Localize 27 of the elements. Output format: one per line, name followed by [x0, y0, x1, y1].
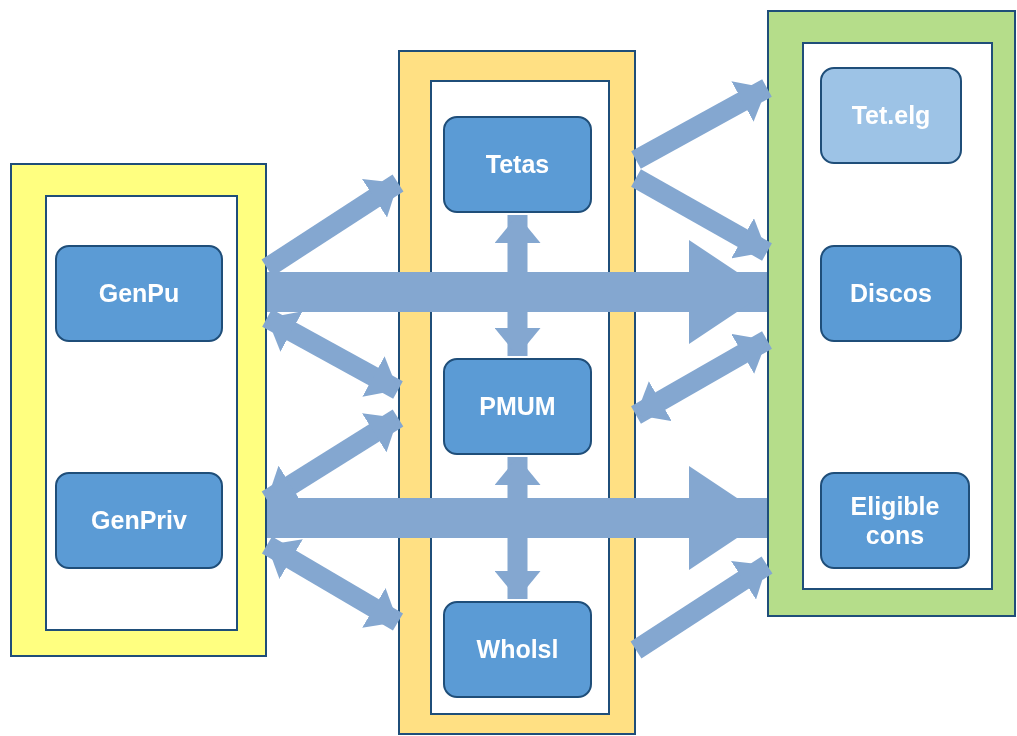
column-band	[767, 10, 1016, 617]
box-label: PMUM	[478, 392, 557, 421]
box-label: GenPriv	[90, 506, 188, 535]
arrow	[494, 457, 541, 599]
thick-arrow	[267, 466, 767, 570]
process-box	[820, 472, 970, 569]
arrow	[631, 169, 772, 261]
process-box	[443, 116, 592, 213]
process-box	[55, 245, 223, 342]
box-label: Tet.elg	[850, 101, 932, 130]
box-label: GenPu	[97, 279, 181, 308]
arrow	[494, 215, 541, 356]
process-box	[820, 245, 962, 342]
column-band	[10, 163, 267, 657]
process-box	[820, 67, 962, 164]
arrow	[631, 79, 772, 169]
arrow	[631, 331, 772, 424]
process-box	[55, 472, 223, 569]
box-label: Discos	[849, 279, 933, 308]
box-label: Eligible cons	[849, 491, 941, 550]
arrow	[630, 556, 773, 659]
arrow	[261, 536, 404, 631]
arrow	[262, 309, 403, 399]
box-label: Tetas	[484, 150, 551, 179]
process-box	[443, 601, 592, 698]
box-label: Wholsl	[475, 635, 560, 664]
process-box	[443, 358, 592, 455]
